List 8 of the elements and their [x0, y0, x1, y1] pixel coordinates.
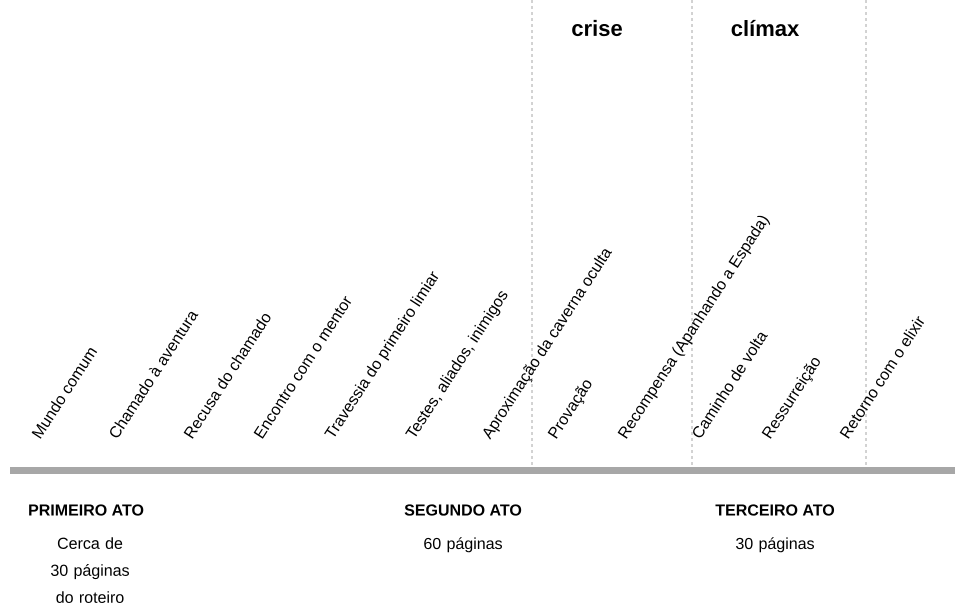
- act-heading: PRIMEIRO ATO: [29, 504, 144, 516]
- page-count: 60 páginas: [424, 537, 502, 552]
- phase-heading: clímax: [732, 20, 800, 36]
- phase-heading: crise: [572, 20, 622, 36]
- page-count: Cerca de 30 páginas do roteiro: [51, 537, 129, 603]
- act-heading: SEGUNDO ATO: [404, 504, 522, 516]
- page-count: 30 páginas: [736, 537, 814, 552]
- act-heading: TERCEIRO ATO: [715, 504, 834, 516]
